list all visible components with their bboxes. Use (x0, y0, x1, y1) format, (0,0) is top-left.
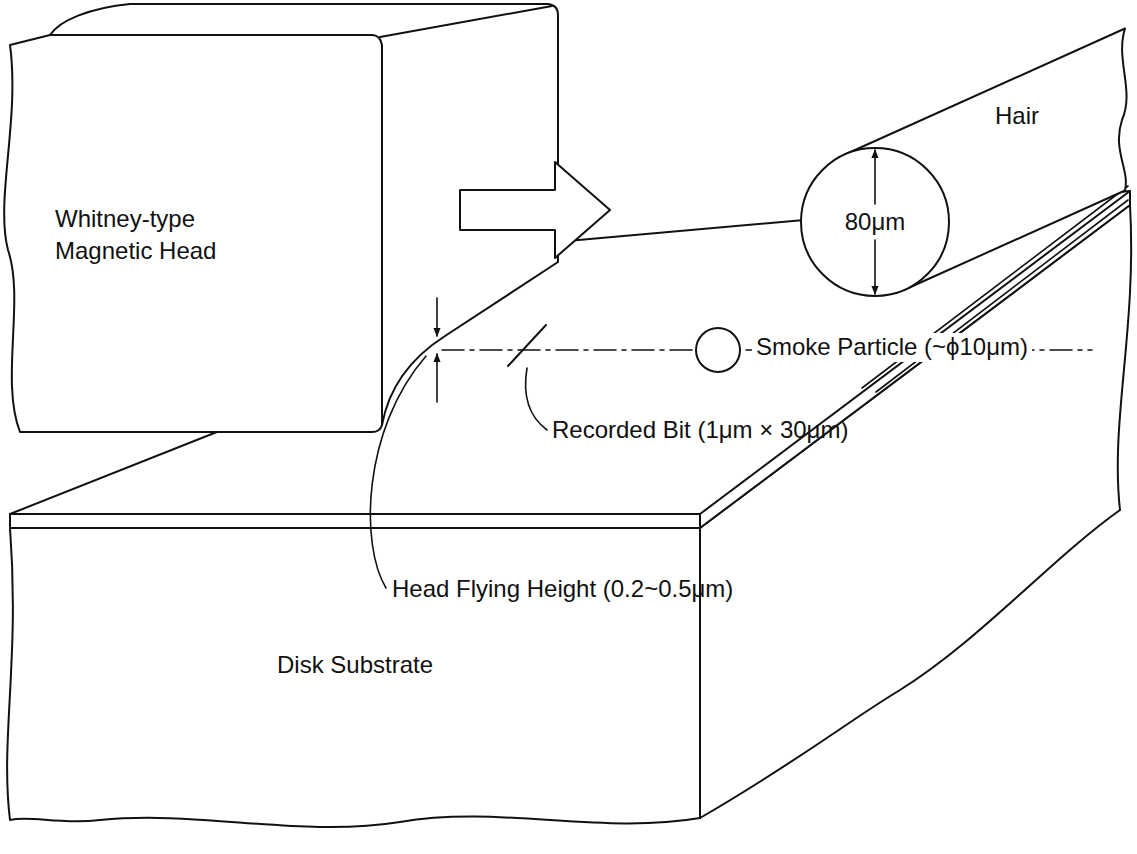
node-title: Hair (995, 100, 1039, 132)
disk-film (10, 514, 700, 528)
node-title: Disk Substrate (277, 649, 433, 681)
height-label: Head Flying Height (0.2~0.5μm) (392, 575, 733, 604)
particle-label: Smoke Particle (~ϕ10μm) (752, 333, 1032, 362)
flying-height-arrow (436, 354, 438, 402)
hair-cylinder: Hair 80μm (800, 20, 1137, 300)
dimension-arrow (874, 240, 876, 294)
node-dimension: 80μm (841, 206, 910, 238)
leader-line (526, 368, 547, 430)
dimension-arrow (874, 150, 876, 204)
hair-end (801, 148, 949, 296)
disk-substrate: Disk Substrate (10, 528, 700, 818)
node-title: Whitney-type Magnetic Head (55, 203, 245, 268)
disk-right-face (700, 205, 1131, 818)
smoke-particle (696, 328, 740, 372)
bit-label: Recorded Bit (1μm × 30μm) (552, 416, 848, 445)
leader-line (370, 356, 426, 588)
recorded-bit (508, 325, 546, 366)
head-edge (50, 35, 382, 425)
head-edge (380, 6, 552, 37)
disk-front-face (7, 528, 700, 827)
disk-top-left-edge (10, 426, 232, 514)
flying-height-arrow (436, 298, 438, 336)
magnetic-head: Whitney-type Magnetic Head (0, 35, 380, 430)
motion-arrow (460, 162, 610, 258)
